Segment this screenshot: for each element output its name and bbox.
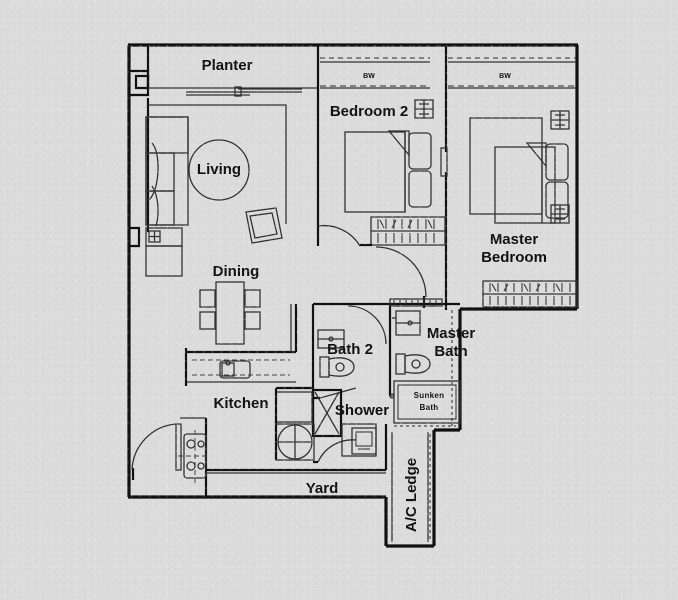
- label-bw-bedroom2: BW: [363, 73, 375, 80]
- master-bath-door-track: [389, 298, 443, 307]
- label-master-bath-line2: Bath: [434, 343, 467, 360]
- vanity-bath2: [317, 329, 345, 349]
- label-planter: Planter: [202, 57, 253, 74]
- kitchen-sink: [219, 360, 251, 379]
- label-bw-master-bedroom: BW: [499, 73, 511, 80]
- living-label-circle: [188, 139, 250, 201]
- floor-fixture: [351, 427, 377, 455]
- label-ac-ledge: A/C Ledge: [403, 458, 420, 532]
- label-bath-2: Bath 2: [327, 341, 373, 358]
- dining-area: [199, 281, 261, 345]
- sofa-furniture: [145, 116, 189, 227]
- kitchen-hob: [178, 417, 210, 497]
- ac-ledge-area: [391, 432, 431, 542]
- bed-master: [469, 117, 569, 224]
- door-bedroom2: [316, 224, 372, 247]
- exterior-walls: [127, 43, 579, 548]
- bedroom-2: [316, 45, 448, 310]
- master-bath: [389, 298, 461, 427]
- dining-table-furniture: [199, 281, 261, 345]
- kitchen-area: [127, 304, 298, 497]
- label-living: Living: [197, 161, 241, 178]
- label-kitchen: Kitchen: [213, 395, 268, 412]
- wall-units-master: [550, 110, 570, 224]
- label-dining: Dining: [213, 263, 260, 280]
- entry-door: [127, 423, 182, 497]
- living-room: [145, 98, 287, 277]
- armchair-furniture: [245, 207, 283, 244]
- console-furniture: [145, 227, 183, 277]
- label-yard: Yard: [306, 480, 339, 497]
- sliding-door-planter: [186, 86, 302, 97]
- planter-area: [146, 45, 318, 97]
- label-sunken-bath-line1: Sunken: [414, 391, 445, 400]
- label-master-bath-line1: Master: [427, 325, 476, 342]
- wc-master-bath: [395, 353, 431, 375]
- master-bedroom: [375, 57, 578, 308]
- bay-window-labels: BW BW: [363, 73, 511, 80]
- shower-tray: [311, 388, 343, 438]
- wc-bath2: [319, 356, 355, 378]
- wardrobe-master: [482, 280, 578, 308]
- bed-bedroom2: [344, 130, 432, 213]
- utility-cabinet: [274, 386, 313, 460]
- wall-unit-bedroom2: [414, 99, 434, 119]
- vanity-master-bath: [392, 310, 421, 336]
- wardrobe-bedroom2: [370, 216, 446, 246]
- room-labels: Planter Living Bedroom 2 Master Bedroom …: [197, 57, 547, 532]
- label-master-bedroom-line1: Master: [490, 231, 539, 248]
- label-bedroom-2: Bedroom 2: [330, 103, 408, 120]
- sunken-bath-tub: [389, 380, 461, 424]
- label-shower: Shower: [335, 402, 389, 419]
- label-sunken-bath-line2: Bath: [420, 403, 439, 412]
- yard-area: [206, 424, 388, 474]
- shower-utility-area: [274, 386, 377, 464]
- label-master-bedroom-line2: Bedroom: [481, 249, 547, 266]
